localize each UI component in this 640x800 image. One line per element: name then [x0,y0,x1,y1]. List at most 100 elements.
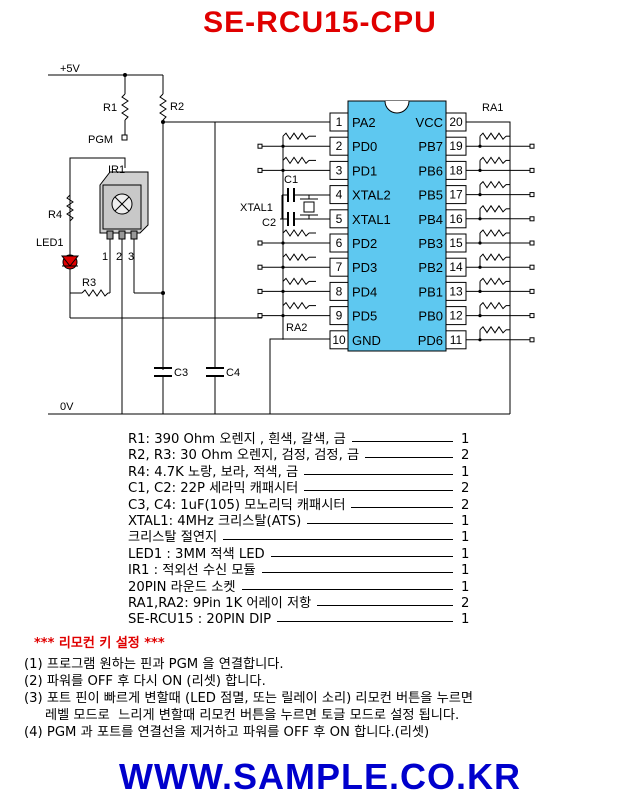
pin-number: 20 [449,115,463,129]
ra2-resistor [257,301,330,319]
pin-name: XTAL1 [352,212,391,227]
r2-label: R2 [170,101,184,113]
schematic: +5V 0V R1 PGM R2 R4 LED1 [36,63,535,415]
pin-number: 16 [449,212,463,226]
pin-name: GND [352,333,381,348]
pin-number: 18 [449,163,463,177]
bom-desc: C1, C2: 22P 세라믹 캐패시터 [128,481,299,497]
gnd-rail: 0V [48,401,510,415]
pin-name: PB1 [418,284,443,299]
pin-name: PB6 [418,163,443,178]
bom-leader-line [351,506,453,508]
c3-label: C3 [174,367,188,379]
c2-label: C2 [262,217,276,229]
pin-name: PB4 [418,212,443,227]
ra1-resistor [466,229,535,246]
ra2-resistor [257,253,330,270]
gnd-label: 0V [60,401,74,413]
page-title: SE-RCU15-CPU [203,6,437,39]
bom-row: RA1,RA2: 9Pin 1K 어레이 저항 2 [128,596,488,612]
bom-leader-line [352,441,453,442]
pin-number: 17 [449,188,463,202]
bom-row: 크리스탈 절연지 1 [128,530,488,546]
pin-number: 11 [450,333,463,347]
ra1-resistor [466,156,535,173]
bom-qty: 2 [461,481,470,497]
ra2-array [257,132,330,340]
bom-row: LED1 : 3MM 적색 LED 1 [128,547,488,563]
c4-label: C4 [226,367,240,379]
bom-qty: 1 [461,513,470,529]
bom-desc: R2, R3: 30 Ohm 오렌지, 검정, 검정, 금 [128,448,360,464]
r3-resistor: R3 [70,277,110,297]
footer-url: WWW.SAMPLE.CO.KR [119,756,521,797]
bom-desc: C3, C4: 1uF(105) 모노리딕 캐패시터 [128,497,346,513]
ic-pin-16: 16 PB4 [418,209,467,229]
note-line: (2) 파워를 OFF 후 다시 ON (리셋) 합니다. [24,674,266,689]
pin-name: PD2 [352,236,377,251]
xtal1-label: XTAL1 [240,202,273,214]
r4-resistor: R4 [48,157,126,293]
vcc-label: +5V [60,63,81,75]
pin-name: PA2 [352,115,376,130]
bom-leader-line [223,539,453,541]
bom-desc: RA1,RA2: 9Pin 1K 어레이 저항 [128,595,312,611]
pin-name: PD1 [352,163,377,178]
c4-capacitor: C4 [206,121,330,414]
bom-qty: 1 [461,530,470,546]
r3-label: R3 [82,277,96,289]
pin-name: PD4 [352,284,377,299]
bom-leader-line [262,572,453,574]
bom-leader-line [277,621,453,623]
ir1-module: IR1 1 2 3 [99,164,165,414]
pin-number: 10 [332,333,346,347]
bom-desc: LED1 : 3MM 적색 LED [128,546,265,562]
led1-label: LED1 [36,237,64,249]
bom-row: C3, C4: 1uF(105) 모노리딕 캐패시터 2 [128,498,488,514]
ic-chip [347,100,447,352]
c2-capacitor: C2 [262,212,330,229]
c3-capacitor: C3 [154,367,188,414]
ra1-resistor [466,204,535,222]
bom-desc: 크리스탈 절연지 [128,530,218,546]
bom-leader-line [242,588,453,590]
bom-qty: 2 [461,497,470,513]
bom-row: XTAL1: 4MHz 크리스탈(ATS)1 [128,514,488,530]
bom-qty: 1 [461,432,470,447]
bom-desc: IR1 : 적외선 수신 모듈 [128,563,256,579]
pin-name: PB0 [418,309,443,324]
ic-right-pins: 20VCC19PB718PB617PB516PB415PB314PB213PB1… [416,112,467,350]
ir-pin-2: 2 [116,251,122,263]
ra1-resistor [466,180,535,198]
ra2-resistor [257,229,330,246]
bom-qty: 2 [461,595,470,611]
notes-title: *** 리모컨 키 설정 *** [34,636,165,651]
led1: LED1 [36,237,80,270]
bom-qty: 1 [461,464,470,480]
bom-leader-line [304,490,453,492]
pgm-label: PGM [88,134,113,146]
bom-row: R4: 4.7K 노랑, 보라, 적색, 금 1 [128,465,488,481]
bom-leader-line [271,555,453,557]
bom-desc: R4: 4.7K 노랑, 보라, 적색, 금 [128,464,299,480]
ra2-label: RA2 [286,322,307,334]
vcc-rail: +5V [48,63,163,76]
bom-qty: 1 [461,546,470,562]
pin-name: PD0 [352,139,377,154]
pin-number: 8 [336,284,343,298]
r2-resistor: R2 [159,75,184,370]
ic-pin-8: 8 PD4 [329,281,377,301]
pin-number: 4 [336,188,343,202]
bom-qty: 1 [461,612,470,628]
bom-leader-line [365,457,453,459]
